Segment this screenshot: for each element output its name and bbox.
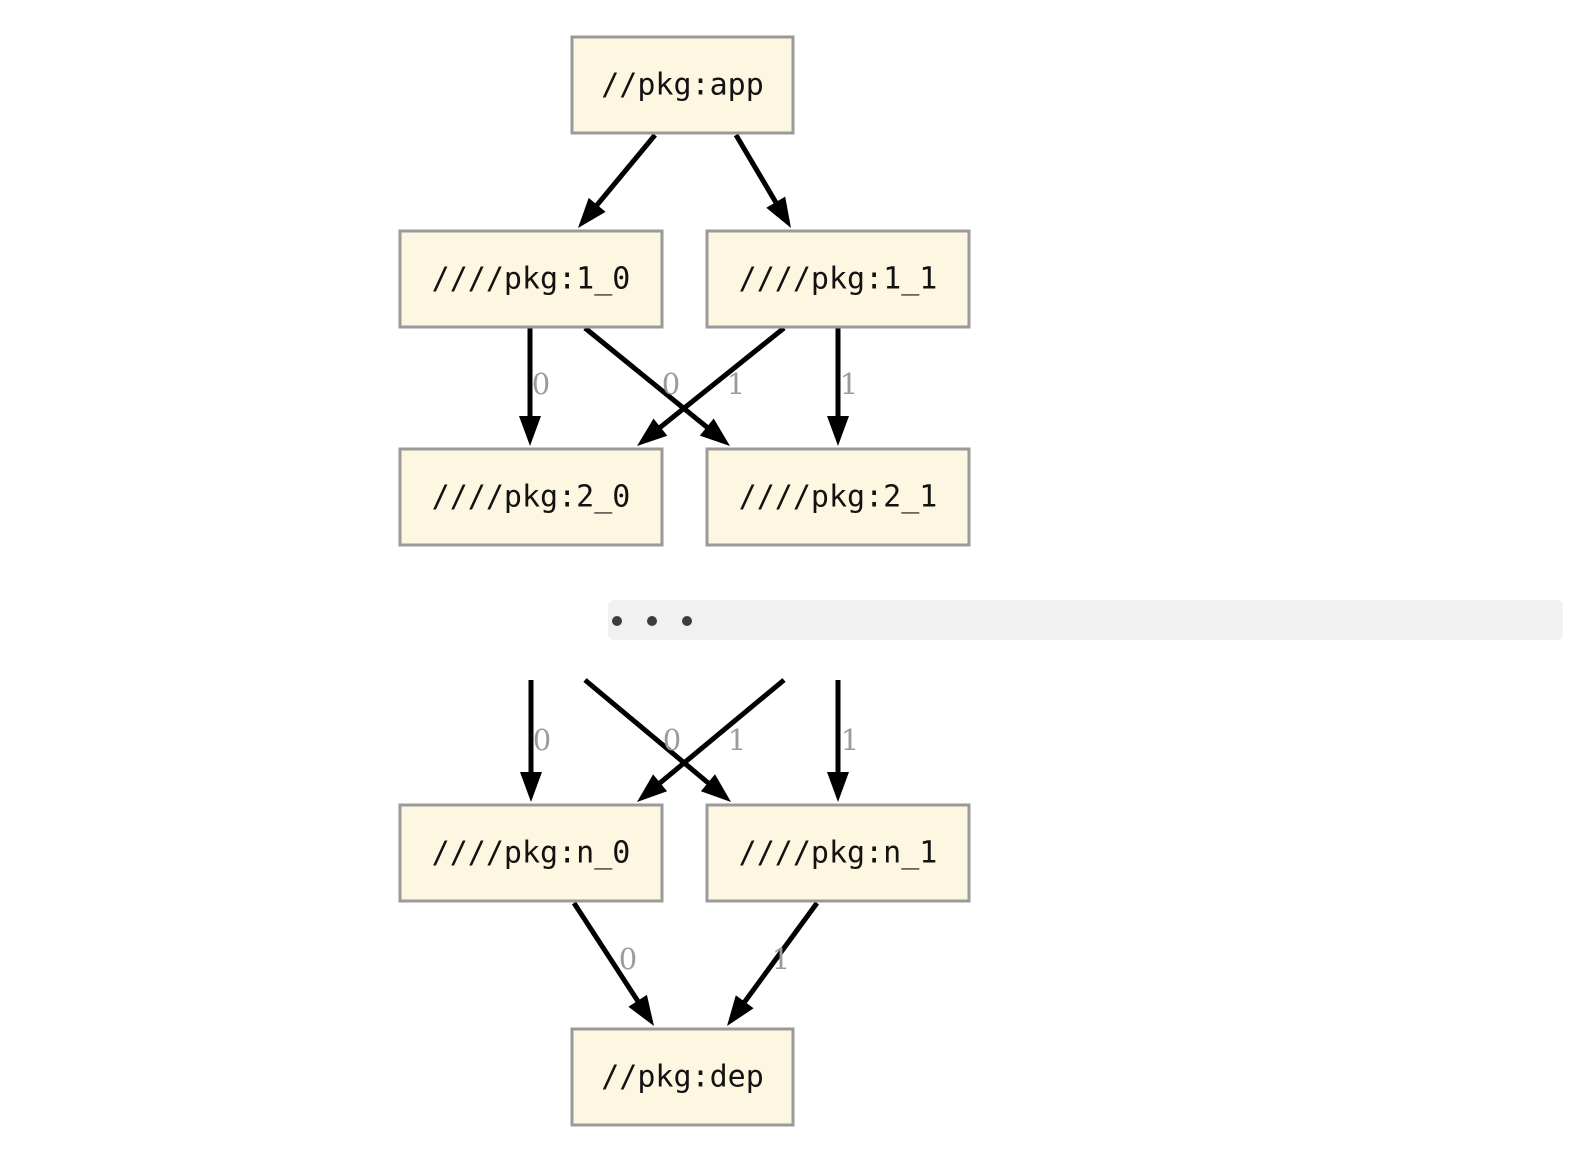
edge-e-1_1-2_0: 0: [637, 326, 786, 446]
edge-e-n_1-dep: 1: [727, 901, 820, 1026]
edge-e-1_0-2_1: 1: [583, 326, 745, 446]
edge-arrowhead: [637, 774, 668, 802]
node-layer: //pkg:app ////pkg:1_0 ////pkg:1_1 ////pkg:2…: [398, 35, 971, 1127]
node-box[interactable]: [705, 803, 971, 903]
ellipsis-band: [608, 600, 1563, 640]
node-box[interactable]: [398, 803, 664, 903]
node-label: ////pkg:n_0: [432, 836, 631, 871]
node-label: //pkg:dep: [601, 1060, 764, 1095]
edge-arrowhead: [766, 196, 791, 228]
edge-label: 0: [533, 723, 551, 757]
node-box[interactable]: [705, 229, 971, 329]
node-label: //pkg:app: [601, 68, 764, 103]
node-l2_0[interactable]: ////pkg:2_0: [398, 447, 664, 547]
edge-line: [583, 326, 713, 433]
edge-line: [583, 678, 715, 789]
edge-e-n-1_1-n_0: 0: [637, 678, 786, 802]
edge-label: 1: [727, 367, 745, 401]
edge-label: 1: [772, 942, 790, 976]
edge-label: 0: [619, 942, 637, 976]
edge-label: 1: [728, 723, 746, 757]
edge-e-n_0-dep: 0: [571, 901, 654, 1026]
node-ln_0[interactable]: ////pkg:n_0: [398, 803, 664, 903]
edge-arrowhead: [700, 774, 731, 802]
edge-arrowhead: [727, 995, 754, 1026]
edge-label: 0: [662, 367, 680, 401]
edge-e-app-1_1: [733, 133, 791, 228]
node-box[interactable]: [570, 35, 795, 135]
edge-label: 1: [841, 723, 859, 757]
node-app[interactable]: //pkg:app: [570, 35, 795, 135]
edge-line: [591, 133, 657, 212]
edge-label: 1: [840, 367, 858, 401]
edge-line: [653, 678, 786, 789]
edge-line: [733, 133, 781, 209]
node-dep[interactable]: //pkg:dep: [570, 1027, 795, 1127]
ellipsis-dot-2: [682, 616, 692, 626]
ellipsis-separator: [608, 600, 1563, 640]
ellipsis-dot-1: [647, 616, 657, 626]
node-label: ////pkg:2_1: [739, 480, 938, 515]
edge-arrowhead: [699, 418, 730, 446]
node-box[interactable]: [570, 1027, 795, 1127]
edge-arrowhead: [637, 418, 668, 446]
node-label: ////pkg:1_0: [432, 262, 631, 297]
node-box[interactable]: [398, 229, 664, 329]
node-l2_1[interactable]: ////pkg:2_1: [705, 447, 971, 547]
node-label: ////pkg:1_1: [739, 262, 938, 297]
node-l1_0[interactable]: ////pkg:1_0: [398, 229, 664, 329]
edge-arrowhead: [827, 772, 849, 802]
edge-label: 0: [663, 723, 681, 757]
edge-line: [571, 901, 644, 1008]
node-label: ////pkg:n_1: [739, 836, 938, 871]
edge-e-n-1_1-n_1: 1: [827, 680, 859, 802]
node-box[interactable]: [398, 447, 664, 547]
node-label: ////pkg:2_0: [432, 480, 631, 515]
edge-e-app-1_0: [578, 133, 657, 228]
edge-layer: 0 1 0 1 0 1 0 1 0 1: [519, 133, 859, 1026]
edge-arrowhead: [628, 994, 654, 1026]
edge-line: [654, 326, 786, 433]
edge-line: [739, 901, 820, 1009]
edge-e-n-1_0-n_1: 1: [583, 678, 746, 802]
edge-arrowhead: [519, 416, 541, 446]
edge-e-1_0-2_0: 0: [519, 328, 550, 446]
node-l1_1[interactable]: ////pkg:1_1: [705, 229, 971, 329]
edge-arrowhead: [578, 197, 606, 228]
edge-arrowhead: [520, 772, 542, 802]
node-ln_1[interactable]: ////pkg:n_1: [705, 803, 971, 903]
ellipsis-dot-0: [612, 616, 622, 626]
edge-e-n-1_0-n_0: 0: [520, 680, 551, 802]
edge-arrowhead: [827, 416, 849, 446]
edge-label: 0: [532, 367, 550, 401]
node-box[interactable]: [705, 447, 971, 547]
edge-e-1_1-2_1: 1: [827, 328, 858, 446]
